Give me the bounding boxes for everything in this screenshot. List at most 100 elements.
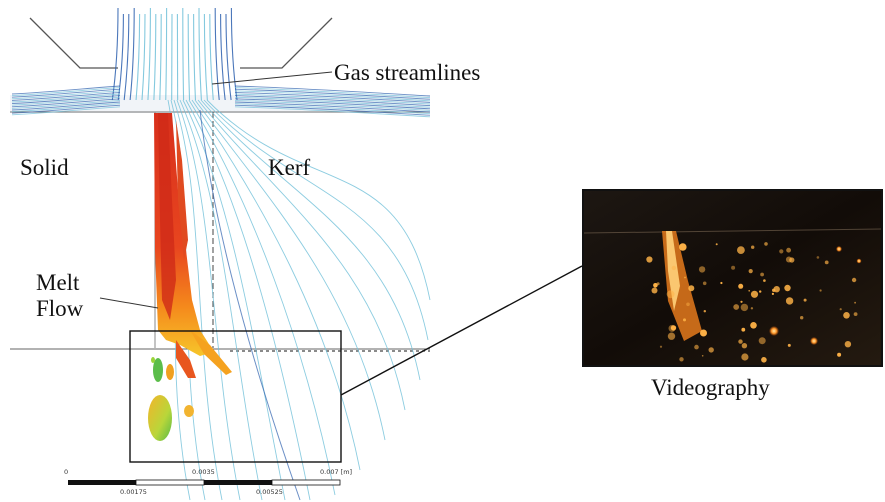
scale-tick-three-quarter: 0.00525: [256, 488, 283, 496]
streamline: [234, 101, 431, 113]
spark: [667, 332, 676, 340]
streamline: [214, 7, 220, 101]
melt-flow-label: Melt Flow: [36, 270, 106, 323]
streamline: [209, 13, 214, 101]
streamline: [234, 98, 431, 110]
streamline: [182, 99, 286, 501]
spark: [659, 345, 663, 348]
streamline: [173, 99, 223, 501]
spark: [786, 247, 791, 253]
video-melt-core: [666, 231, 680, 311]
spark: [763, 279, 766, 282]
streamline: [176, 99, 241, 501]
streamline: [203, 99, 429, 341]
melt-spray: [190, 330, 232, 375]
spark: [784, 284, 791, 292]
streamline: [11, 103, 121, 113]
streamline: [197, 99, 406, 411]
spark: [779, 249, 784, 254]
streamline: [117, 13, 124, 101]
spark: [679, 357, 684, 362]
streamline: [225, 13, 232, 101]
streamline: [11, 91, 121, 101]
spark: [750, 322, 757, 329]
streamline: [193, 13, 197, 101]
streamline: [198, 7, 202, 101]
spark: [740, 303, 749, 312]
streamline: [187, 13, 191, 101]
streamline: [234, 91, 431, 103]
streamline: [234, 88, 431, 100]
video-surface-line: [584, 228, 881, 234]
streamline: [11, 95, 121, 105]
streamline: [179, 99, 263, 501]
melt-streak: [176, 120, 188, 260]
scale-seg-1: [68, 480, 136, 485]
streamline: [129, 7, 135, 101]
streamline: [11, 93, 121, 103]
solid-label: Solid: [20, 155, 69, 180]
spark: [816, 256, 820, 259]
spark: [741, 343, 748, 349]
streamline: [182, 7, 185, 101]
streamline: [11, 87, 121, 97]
spark: [764, 242, 768, 246]
spark: [785, 297, 794, 305]
streamline: [11, 106, 121, 116]
spark: [773, 286, 780, 293]
spark: [851, 277, 857, 283]
spark: [715, 243, 718, 246]
spark: [771, 292, 774, 295]
spark: [646, 256, 653, 263]
streamline: [203, 13, 208, 101]
glow-spark: [856, 258, 862, 264]
videography-image: [582, 189, 883, 367]
melt-flow-core: [158, 113, 176, 320]
spark: [787, 343, 791, 347]
spark: [759, 290, 762, 293]
spark: [750, 290, 759, 298]
spark: [748, 269, 753, 274]
spark: [708, 347, 714, 353]
spark: [854, 301, 856, 304]
streamline: [234, 96, 431, 108]
melt-leader-line: [99, 297, 159, 309]
streamline: [11, 96, 121, 106]
spark: [680, 244, 683, 247]
melt-spray-2: [176, 340, 196, 378]
streamline: [11, 98, 121, 108]
spark: [700, 329, 707, 337]
video-background: [584, 191, 881, 365]
streamline: [234, 95, 431, 107]
melt-label-line2: Flow: [36, 296, 84, 322]
streamline: [11, 104, 121, 114]
kerf-label: Kerf: [268, 155, 311, 180]
spark: [671, 265, 677, 271]
spark: [733, 304, 740, 310]
streamline: [11, 101, 121, 111]
spark: [741, 327, 746, 332]
zoom-connector: [340, 265, 583, 396]
spark: [698, 266, 706, 273]
streamline: [11, 85, 121, 95]
scale-tick-end: 0.007 [m]: [320, 468, 352, 476]
spark: [702, 281, 707, 286]
glow-spark: [810, 337, 818, 345]
streamline: [234, 85, 431, 97]
scale-tick-0: 0: [64, 468, 68, 476]
spark: [738, 339, 743, 344]
streamline: [234, 93, 431, 105]
streamline: [147, 7, 151, 101]
streamline: [135, 13, 141, 101]
videography-label: Videography: [651, 375, 770, 400]
spark: [738, 283, 744, 289]
spark: [853, 312, 858, 316]
scale-tick-mid: 0.0035: [192, 468, 215, 476]
streamline: [141, 13, 146, 101]
spark: [703, 310, 706, 313]
streamline: [11, 99, 121, 109]
glow-spark: [836, 246, 842, 252]
spark: [839, 308, 842, 311]
melt-blob-green: [153, 358, 163, 382]
spark: [731, 265, 736, 270]
